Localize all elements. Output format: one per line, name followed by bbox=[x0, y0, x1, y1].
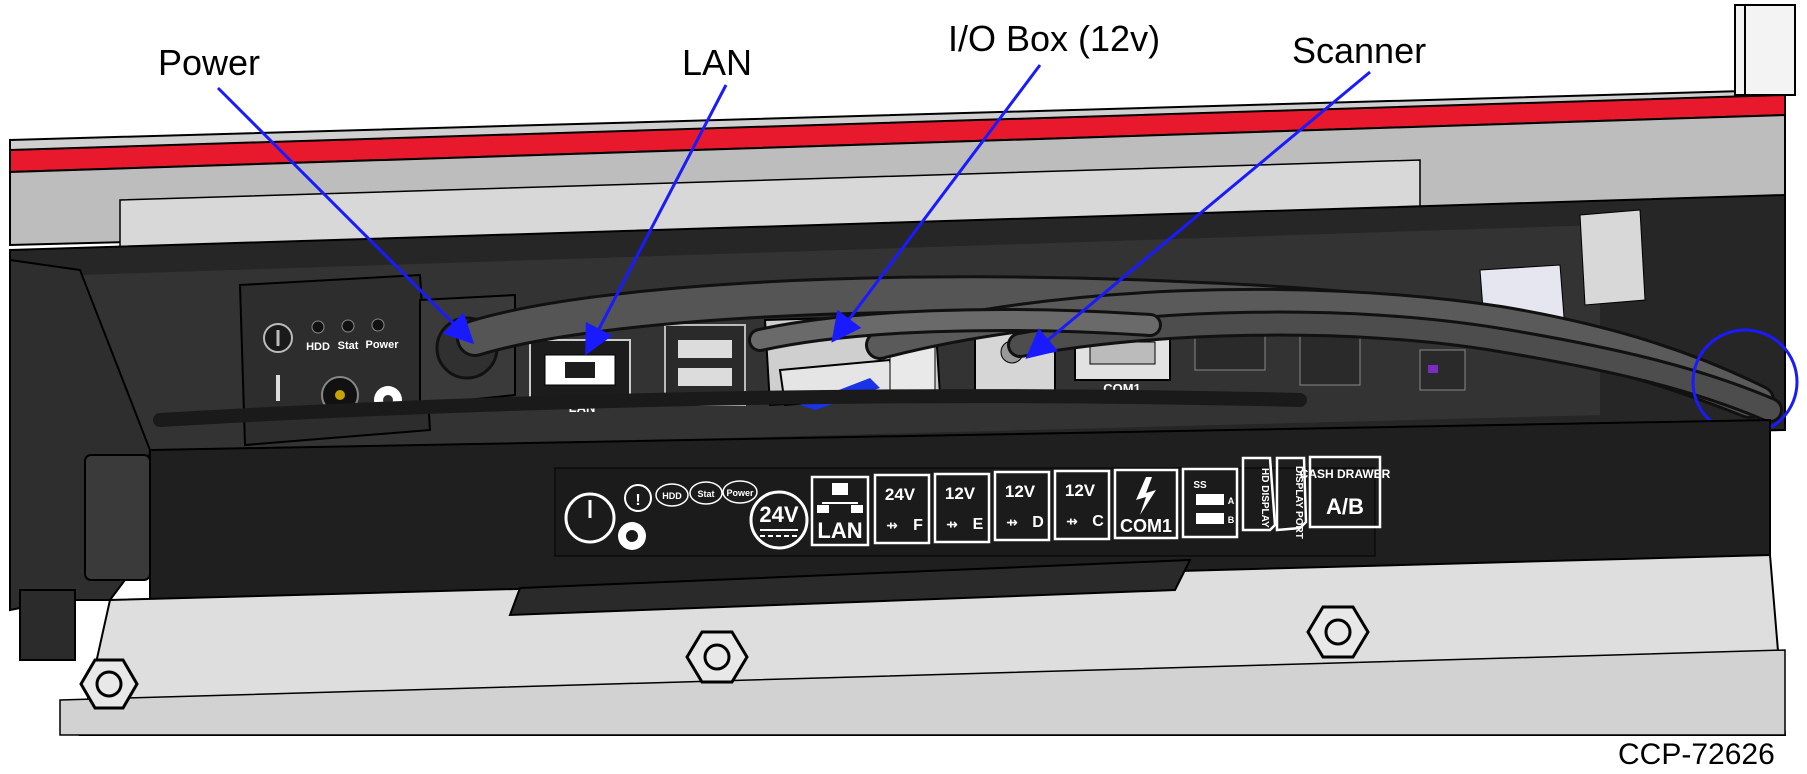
strip-usb-b-label: B bbox=[1228, 515, 1235, 525]
strip-24v-input-label: 24V bbox=[759, 502, 798, 527]
lightning-icon bbox=[1136, 477, 1156, 515]
strip-12v-e-label: 12V bbox=[945, 484, 976, 503]
svg-text:!: ! bbox=[635, 492, 640, 509]
scanner-callout-label: Scanner bbox=[1292, 30, 1427, 71]
lan-callout-arrow bbox=[585, 84, 728, 356]
network-icon bbox=[832, 483, 848, 495]
strip-power-label: Power bbox=[726, 488, 754, 498]
strip-com1-label: COM1 bbox=[1120, 516, 1172, 536]
figure-id-label: CCP-72626 bbox=[1618, 738, 1775, 771]
strip-usb-a-label: A bbox=[1228, 496, 1235, 506]
strip-hdd-label: HDD bbox=[662, 491, 682, 501]
strip-24v-f-label: 24V bbox=[885, 485, 916, 504]
strip-lan-label: LAN bbox=[817, 518, 862, 543]
scanner-callout-arrow bbox=[1025, 70, 1371, 359]
hdd-led-label: HDD bbox=[306, 341, 330, 353]
strip-stat-label: Stat bbox=[697, 489, 714, 499]
chassis-background bbox=[9, 4, 1796, 251]
lan-callout-label: LAN bbox=[682, 42, 753, 83]
power-symbol-icon bbox=[564, 492, 616, 544]
usb-icon: ⇸ bbox=[1066, 513, 1078, 529]
strip-12v-d-label: 12V bbox=[1005, 482, 1036, 501]
strip-24v-f-port: F bbox=[913, 517, 923, 534]
strip-ss-label: SS bbox=[1193, 480, 1207, 491]
io-box-callout-arrow bbox=[831, 64, 1042, 343]
strip-hd-display-label: HD DISPLAY bbox=[1259, 468, 1270, 528]
strip-display-port-label: DISPLAY PORT bbox=[1293, 466, 1304, 539]
hex-nut bbox=[1306, 605, 1370, 659]
strip-12v-d-port: D bbox=[1032, 514, 1044, 531]
strip-12v-c-label: 12V bbox=[1065, 481, 1096, 500]
callout-arrows bbox=[216, 64, 1371, 359]
usb-icon: ⇸ bbox=[886, 517, 898, 533]
hex-nut bbox=[79, 658, 139, 710]
cable-bundle bbox=[153, 275, 1783, 427]
usb-icon: ⇸ bbox=[1006, 514, 1018, 530]
power-callout-arrow bbox=[216, 86, 475, 345]
strip-12v-e-port: E bbox=[973, 516, 984, 533]
strip-12v-c-port: C bbox=[1092, 513, 1104, 530]
lower-chassis bbox=[59, 553, 1787, 736]
power-led-label: Power bbox=[365, 339, 399, 351]
strip-cash-drawer-ab-label: A/B bbox=[1326, 494, 1364, 519]
usb-icon: ⇸ bbox=[946, 516, 958, 532]
port-label-strip: ! HDD Stat Power 24V LAN 24V F ⇸ 12V E ⇸… bbox=[149, 418, 1771, 602]
io-box-callout-label: I/O Box (12v) bbox=[948, 18, 1161, 59]
power-callout-label: Power bbox=[158, 42, 261, 83]
stat-led-label: Stat bbox=[338, 340, 359, 352]
warning-icon bbox=[624, 484, 652, 512]
strip-cash-drawer-label: CASH DRAWER bbox=[1300, 467, 1391, 481]
hex-nut bbox=[685, 630, 749, 684]
